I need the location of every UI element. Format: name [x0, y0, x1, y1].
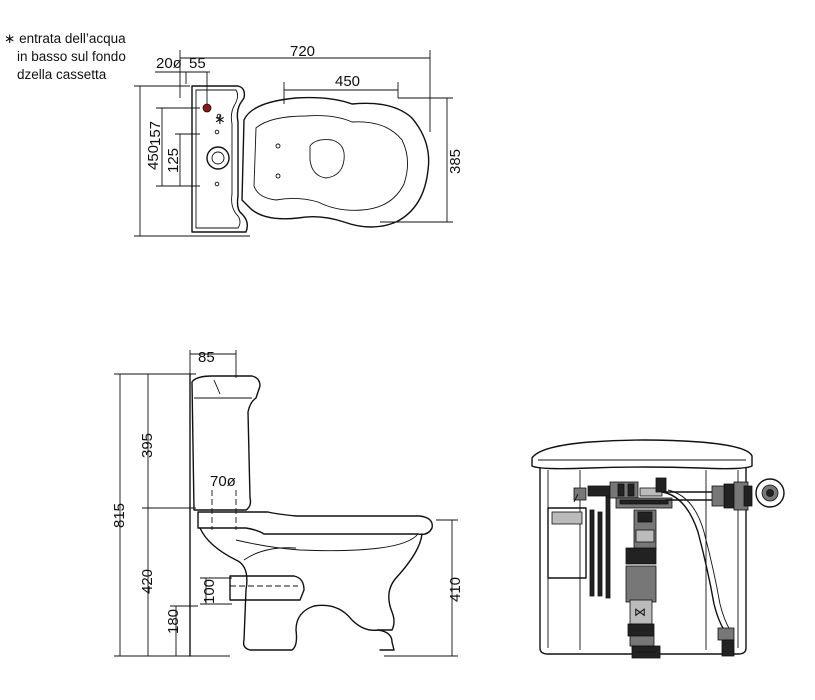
inlet-diameter-label: 20ø	[156, 55, 182, 72]
dim-100: 100	[201, 579, 218, 604]
float-block	[547, 507, 587, 579]
tank-outline-top	[191, 85, 249, 233]
dim-815: 815	[111, 503, 128, 528]
asterisk-icon: ∗	[4, 31, 16, 46]
inlet-offset-label: 55	[189, 55, 206, 72]
dim-420: 420	[139, 569, 156, 594]
dim-180: 180	[165, 609, 182, 634]
bowl-outline-top	[241, 96, 430, 228]
trap-outlet	[229, 575, 305, 601]
note-line-3: dzella cassetta	[17, 67, 107, 82]
valve-symbol-icon: ⋈	[634, 605, 646, 619]
dim-450-bowl: 450	[335, 73, 360, 90]
note-line-2: in basso sul fondo	[17, 49, 126, 64]
side-view: 85 815 395 420 180 70ø 100	[111, 349, 464, 657]
tank-outline-side	[191, 375, 261, 511]
dim-720: 720	[290, 43, 315, 60]
inlet-valve-wheel	[755, 478, 785, 508]
front-view-cistern: ⋈	[531, 439, 785, 659]
dim-70-diameter: 70ø	[210, 473, 236, 490]
top-view: 720 450 20ø 55 450 157 125 385	[134, 43, 464, 237]
inlet-asterisk: ∗	[214, 111, 226, 127]
cistern-lid	[531, 439, 753, 470]
bowl-outline-side	[199, 527, 423, 651]
seat-outline-side	[197, 511, 433, 536]
water-inlet-note: ∗ entrata dell’acqua in basso sul fondo …	[4, 30, 126, 84]
dim-125: 125	[165, 148, 182, 173]
dim-385: 385	[447, 149, 464, 174]
water-inlet-dot	[202, 103, 212, 113]
note-line-1: ∗ entrata dell’acqua	[4, 31, 126, 46]
dim-85: 85	[198, 349, 215, 366]
dim-157: 157	[147, 121, 164, 146]
dim-410: 410	[447, 577, 464, 602]
dim-450-depth: 450	[145, 145, 162, 170]
supply-hose	[661, 491, 725, 631]
dim-395: 395	[139, 433, 156, 458]
flush-button-icon	[206, 146, 230, 170]
